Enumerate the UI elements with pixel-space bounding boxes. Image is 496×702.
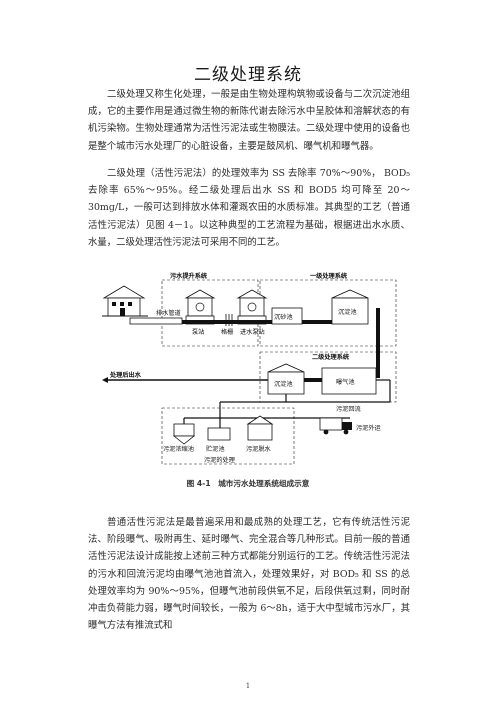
pump-station-label: 泵站 bbox=[192, 328, 204, 336]
page-title: 二级处理系统 bbox=[194, 65, 302, 85]
grille-label: 格栅 bbox=[221, 328, 233, 336]
primary-system-label: 一级处理系统 bbox=[310, 272, 348, 280]
secondary-system-label: 二级处理系统 bbox=[312, 353, 350, 361]
inflow-pump-label: 进水泵站 bbox=[240, 328, 265, 336]
primary-clarifier bbox=[331, 289, 369, 325]
grit-chamber-label: 沉砂池 bbox=[274, 313, 293, 321]
inflow-pump-icon bbox=[236, 289, 268, 325]
primary-clarifier-label: 沉淀池 bbox=[338, 308, 357, 316]
sewer-label: 排水管道 bbox=[156, 309, 181, 317]
aeration-tank bbox=[321, 367, 377, 395]
sludge-return-label: 污泥回流 bbox=[336, 405, 361, 413]
sludge-transport-label: 污泥外运 bbox=[356, 424, 381, 432]
secondary-system-box bbox=[259, 351, 397, 403]
pump-station-icon bbox=[184, 289, 216, 325]
figure-caption: 图 4-1 城市污水处理系统组成示意 bbox=[186, 479, 310, 488]
aeration-tank-label: 曝气池 bbox=[336, 378, 355, 386]
sludge-thickener-label: 污泥浓缩池 bbox=[163, 445, 194, 453]
secondary-clarifier bbox=[267, 363, 305, 395]
house-icon bbox=[102, 285, 148, 317]
paragraph-1: 二级处理又称生化处理，一般是由生物处理构筑物或设备与二次沉淀池组成，它的主要作用… bbox=[88, 89, 410, 152]
treated-effluent-label: 处理后出水 bbox=[109, 371, 142, 379]
sewer-pipe bbox=[129, 317, 183, 325]
lift-system-label: 污水提升系统 bbox=[170, 272, 208, 280]
paragraph-2: 二级处理（活性污泥法）的处理效率为 SS 去除率 70%～90%， BOD₅ 去… bbox=[88, 168, 410, 248]
sludge-storage bbox=[207, 427, 231, 441]
sludge-treatment-box bbox=[161, 407, 295, 465]
sludge-dewatering bbox=[246, 415, 274, 441]
lift-system-box bbox=[161, 279, 259, 347]
paragraph-3: 普通活性污泥法是最普遍采用和最成熟的处理工艺，它有传统活性污泥法、阶段曝气、吸附… bbox=[88, 517, 410, 632]
sludge-dewatering-label: 污泥脱水 bbox=[246, 445, 272, 453]
process-flow-figure: 污水提升系统 一级处理系统 二级处理系统 排水管道 bbox=[100, 268, 400, 473]
sludge-storage-label: 贮泥池 bbox=[206, 445, 225, 453]
sludge-thickener bbox=[172, 423, 196, 445]
main-flow-pipe bbox=[182, 320, 350, 324]
page-number: 1 bbox=[245, 682, 251, 690]
truck-icon bbox=[319, 417, 352, 435]
sludge-treatment-label: 污泥的处理 bbox=[204, 456, 235, 464]
secondary-clarifier-label: 沉淀池 bbox=[274, 380, 293, 388]
grit-chamber bbox=[271, 307, 303, 325]
down-pipe bbox=[376, 308, 380, 378]
process-flow-diagram: 污水提升系统 一级处理系统 二级处理系统 排水管道 bbox=[102, 272, 397, 465]
